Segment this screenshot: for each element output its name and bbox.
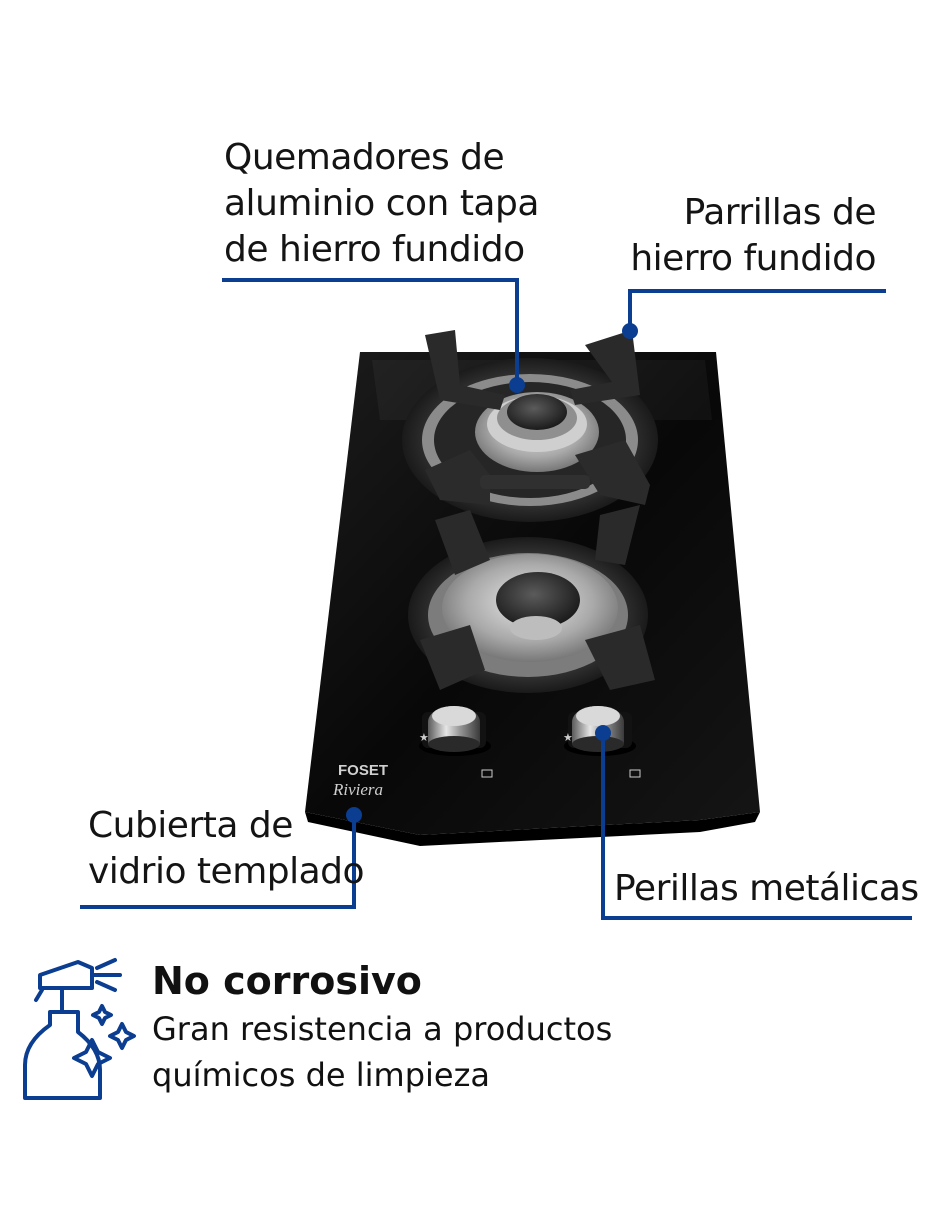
feature-description-line-2: químicos de limpieza [152, 1056, 490, 1094]
spray-bottle-icon [23, 958, 136, 1100]
bottom-burner [408, 505, 655, 693]
feature-title: No corrosivo [152, 959, 422, 1003]
burners-label-line-2: aluminio con tapa [224, 183, 539, 224]
knobs-callout-dot [595, 725, 611, 741]
knobs-callout-line [601, 733, 912, 920]
top-burner [402, 330, 658, 522]
grates-label-line-1: Parrillas de [683, 192, 877, 233]
grates-label: Parrillas de hierro fundido [630, 190, 876, 282]
burners-label-line-3: de hierro fundido [224, 229, 525, 270]
glass-label-line-1: Cubierta de [88, 805, 293, 846]
svg-text:★: ★ [563, 731, 573, 744]
burners-callout-dot [509, 377, 525, 393]
svg-text:★: ★ [419, 731, 429, 744]
grates-callout-dot [622, 323, 638, 339]
brand-model: Riviera [332, 780, 383, 799]
grates-callout-line [628, 289, 886, 330]
grates-label-line-2: hierro fundido [630, 238, 876, 279]
glass-callout-dot [346, 807, 362, 823]
feature-description: Gran resistencia a productos químicos de… [152, 1006, 612, 1098]
burners-label-line-1: Quemadores de [224, 137, 505, 178]
knobs-label: Perillas metálicas [614, 866, 919, 912]
brand-name: FOSET [338, 762, 388, 779]
knobs-label-line-1: Perillas metálicas [614, 868, 919, 909]
burners-callout-line [222, 278, 519, 385]
glass-label-line-2: vidrio templado [88, 851, 365, 892]
left-knob: ★ [419, 706, 493, 778]
glass-callout-line [80, 815, 356, 909]
feature-description-line-1: Gran resistencia a productos [152, 1010, 613, 1048]
glass-label: Cubierta de vidrio templado [88, 803, 365, 895]
burners-label: Quemadores de aluminio con tapa de hierr… [224, 135, 539, 273]
